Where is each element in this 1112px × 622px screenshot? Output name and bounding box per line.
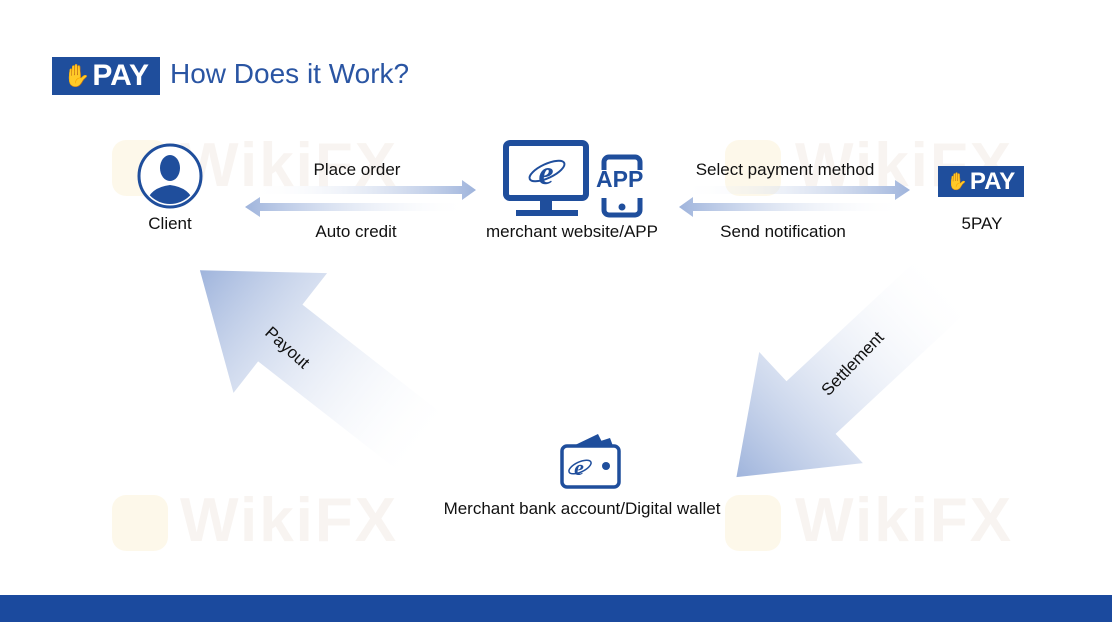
provider-label: 5PAY [961,214,1003,233]
payout-arrow [199,270,453,479]
watermark-logo [725,495,781,551]
footer-bar [0,595,1112,622]
select-payment-label: Select payment method [695,160,875,179]
watermark: WikiFX [180,486,399,555]
place-order-arrow [250,180,476,200]
hand-icon: ✋ [946,171,968,191]
send-notification-label: Send notification [720,222,846,241]
page-title: How Does it Work? [170,58,410,89]
svg-text:e: e [538,155,553,192]
merchant-website-icon: e [503,140,589,216]
watermark: WikiFX [795,486,1014,555]
client-avatar-icon [137,143,203,209]
watermark-logo [112,495,168,551]
client-label: Client [148,214,192,233]
send-notification-arrow [679,197,905,217]
provider-logo-text: PAY [969,167,1016,195]
settlement-arrow [736,251,975,478]
5pay-provider-logo: ✋PAY [938,166,1024,197]
auto-credit-label: Auto credit [315,222,397,241]
auto-credit-arrow [245,197,470,217]
place-order-label: Place order [313,160,401,179]
logo-text: PAY [92,59,150,92]
svg-text:e: e [574,455,584,480]
hand-icon: ✋ [62,63,91,88]
select-payment-arrow [680,180,910,200]
mobile-app-icon [594,154,650,218]
wallet-label: Merchant bank account/Digital wallet [443,499,721,518]
5pay-logo: ✋PAY [52,57,160,95]
wallet-icon: e [560,434,621,489]
app-badge: APP [596,166,644,192]
merchant-label: merchant website/APP [486,222,658,241]
